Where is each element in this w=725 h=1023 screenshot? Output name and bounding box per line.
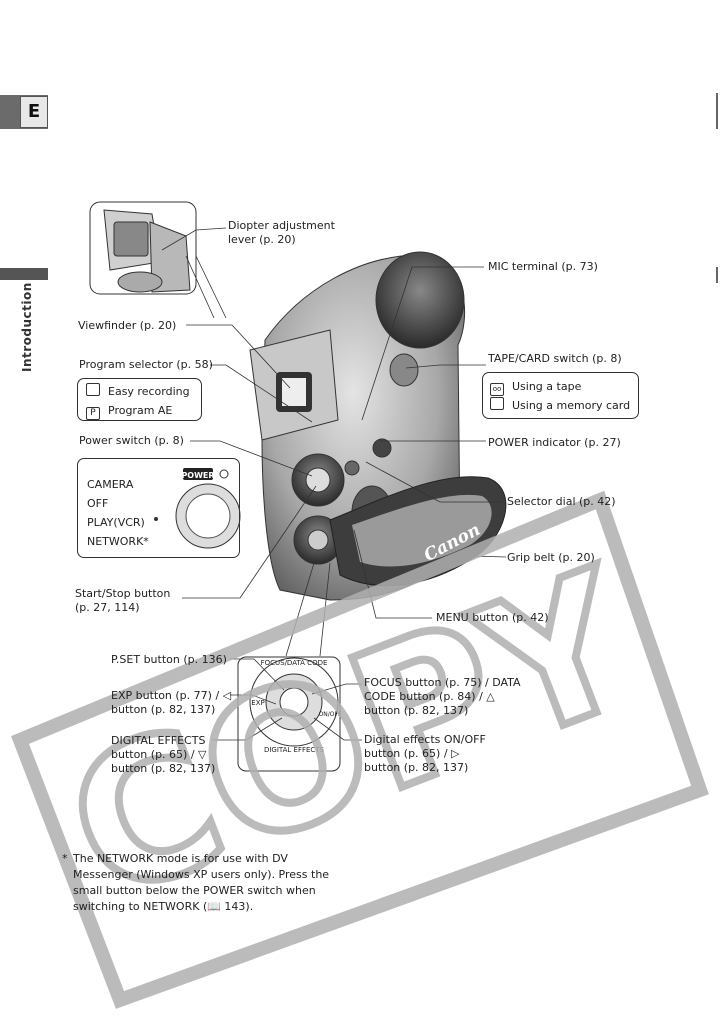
leader-lines: [161, 227, 507, 741]
program-selector-label: Program selector (p. 58): [79, 358, 213, 371]
exp-label: EXP button (p. 77) / ◁ button (p. 82, 13…: [111, 689, 232, 716]
power-position: OFF: [87, 497, 109, 510]
dial-top-label: FOCUS/DATA CODE: [261, 659, 328, 667]
tape-card-label: TAPE/CARD switch (p. 8): [488, 352, 622, 365]
menu-label: MENU button (p. 42): [436, 611, 549, 624]
power-badge-group: POWER: [181, 468, 229, 480]
tape-icon: oo: [490, 383, 504, 396]
power-switch-label: Power switch (p. 8): [79, 434, 184, 447]
pset-label: P.SET button (p. 136): [111, 653, 227, 666]
memory-card-icon: [490, 397, 504, 410]
dial-bottom-label: DIGITAL EFFECTS: [264, 746, 325, 754]
grip-belt-label: Grip belt (p. 20): [507, 551, 595, 564]
power-badge: POWER: [181, 471, 214, 480]
program-ae-icon: P: [86, 407, 100, 420]
dial-left-label: EXP: [251, 699, 264, 707]
right-margin-mark: [716, 267, 718, 283]
start-stop-label: Start/Stop button (p. 27, 114): [75, 587, 171, 614]
footnote-text: The NETWORK mode is for use with DV Mess…: [73, 852, 330, 913]
digital-effects-label: DIGITAL EFFECTS button (p. 65) / ▽ butto…: [111, 734, 216, 775]
focus-label: FOCUS button (p. 75) / DATA CODE button …: [364, 676, 521, 717]
right-margin-mark: [716, 93, 718, 129]
power-position: PLAY(VCR): [87, 516, 145, 529]
power-switch-dial: [154, 483, 241, 549]
footnote-star: *: [62, 852, 68, 865]
mic-label: MIC terminal (p. 73): [488, 260, 598, 273]
viewfinder-label: Viewfinder (p. 20): [78, 319, 177, 332]
program-mode-item: Easy recording: [86, 382, 190, 401]
power-indicator-label: POWER indicator (p. 27): [488, 436, 621, 449]
tape-card-item: Using a memory card: [490, 396, 630, 415]
language-tab: E: [20, 96, 48, 128]
diopter-label: Diopter adjustment lever (p. 20): [228, 219, 335, 246]
dial-right-label: ON/OFF: [319, 711, 342, 718]
power-switch-box: CAMERA OFF PLAY(VCR) NETWORK*: [77, 458, 240, 558]
footnote: * The NETWORK mode is for use with DV Me…: [62, 851, 332, 915]
digital-onoff-label: Digital effects ON/OFF button (p. 65) / …: [364, 733, 486, 774]
selector-dial-label: Selector dial (p. 42): [507, 495, 616, 508]
power-position: CAMERA: [87, 478, 134, 491]
section-bar: [0, 268, 48, 280]
power-position: NETWORK*: [87, 535, 149, 548]
easy-recording-icon: [86, 383, 100, 396]
viewfinder-inset: [89, 201, 197, 295]
